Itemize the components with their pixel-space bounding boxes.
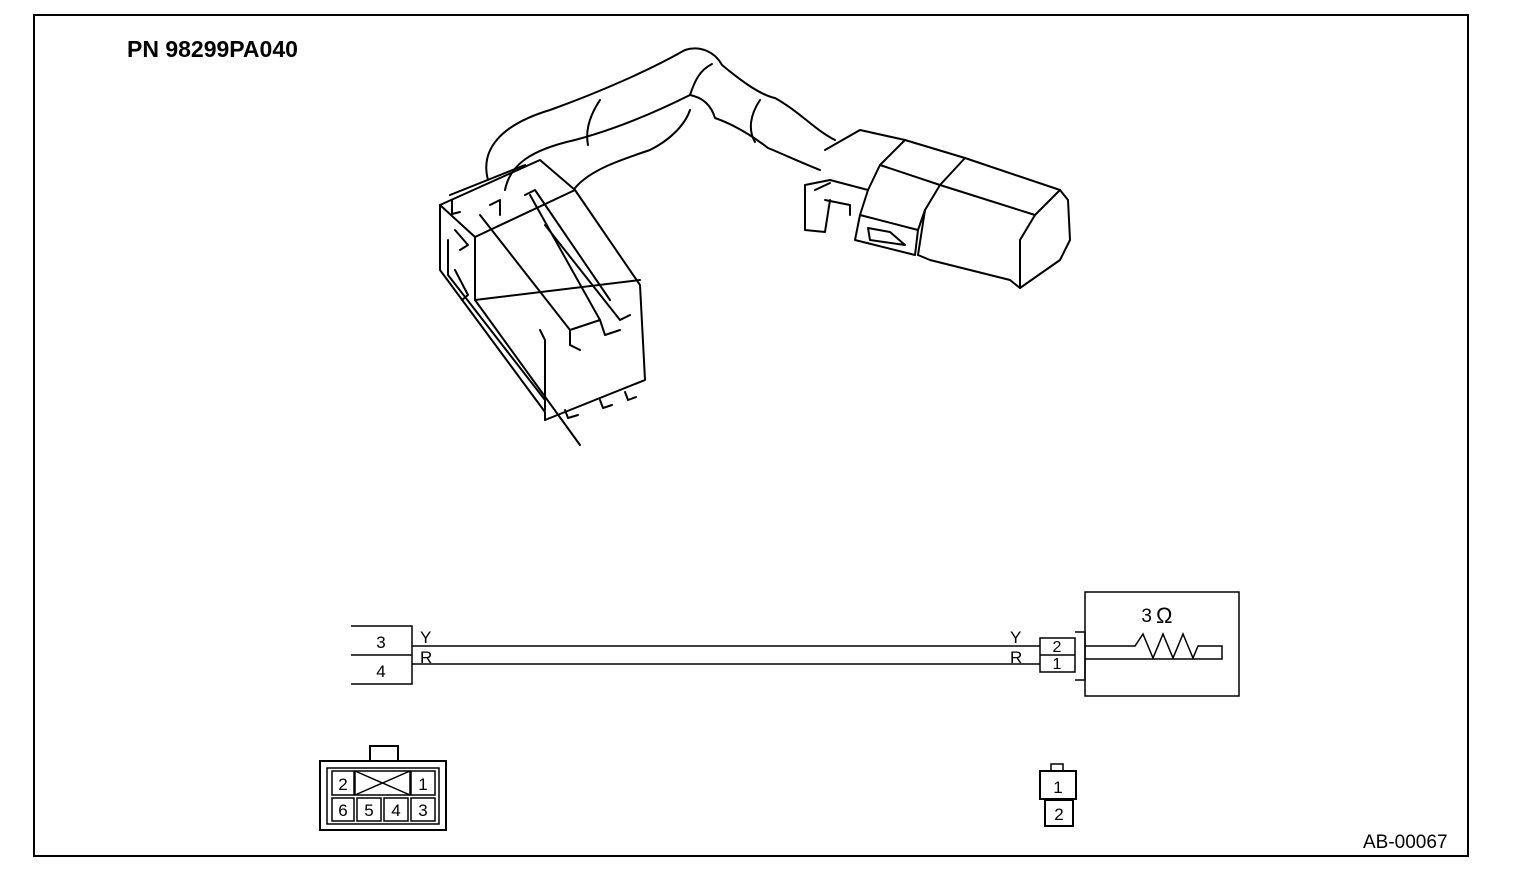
resistor-module-box bbox=[1084, 591, 1240, 697]
connector-latch bbox=[369, 745, 399, 762]
six-pin-face-pin-2: 2 bbox=[338, 775, 347, 794]
wiring-schematic bbox=[351, 591, 1240, 697]
drawing-frame bbox=[33, 14, 1469, 857]
right-wire-color-r: R bbox=[1010, 648, 1022, 667]
two-pin-connector-face bbox=[1039, 763, 1077, 827]
left-wire-color-r: R bbox=[420, 648, 432, 667]
six-pin-face-pin-6: 6 bbox=[338, 801, 347, 820]
right-terminal-1-label: 1 bbox=[1053, 656, 1062, 673]
connector-inner bbox=[326, 767, 440, 825]
harness-illustration bbox=[439, 47, 1071, 446]
six-pin-connector-illustration bbox=[439, 159, 646, 446]
connector-latch bbox=[1050, 763, 1064, 772]
part-number-label: PN 98299PA040 bbox=[127, 36, 298, 62]
figure-code-label: AB-00067 bbox=[1363, 832, 1448, 853]
two-pin-face-pin-1: 1 bbox=[1053, 778, 1062, 797]
harness-cable bbox=[485, 47, 836, 191]
six-pin-face-pin-1: 1 bbox=[418, 775, 427, 794]
right-terminal-tab bbox=[1075, 631, 1086, 681]
left-terminal-box bbox=[351, 625, 413, 685]
two-pin-connector-illustration bbox=[804, 129, 1071, 289]
left-terminal-3-label: 3 bbox=[376, 633, 385, 652]
left-wire-color-y: Y bbox=[420, 628, 431, 647]
six-pin-face-pin-5: 5 bbox=[364, 801, 373, 820]
two-pin-face-pin-2: 2 bbox=[1054, 805, 1063, 824]
right-terminal-box bbox=[1039, 637, 1076, 673]
resistor-symbol bbox=[1085, 632, 1223, 660]
left-terminal-4-label: 4 bbox=[376, 662, 385, 681]
six-pin-face-pin-4: 4 bbox=[391, 801, 400, 820]
ohm-unit-label: Ω bbox=[1156, 603, 1172, 628]
resistor-value-label: 3 bbox=[1141, 606, 1152, 627]
right-wire-color-y: Y bbox=[1010, 628, 1021, 647]
six-pin-connector-face bbox=[319, 745, 447, 831]
right-terminal-2-label: 2 bbox=[1053, 639, 1062, 656]
pin-2-cell bbox=[1044, 799, 1074, 827]
six-pin-face-pin-3: 3 bbox=[418, 801, 427, 820]
connector-outer bbox=[319, 760, 447, 831]
